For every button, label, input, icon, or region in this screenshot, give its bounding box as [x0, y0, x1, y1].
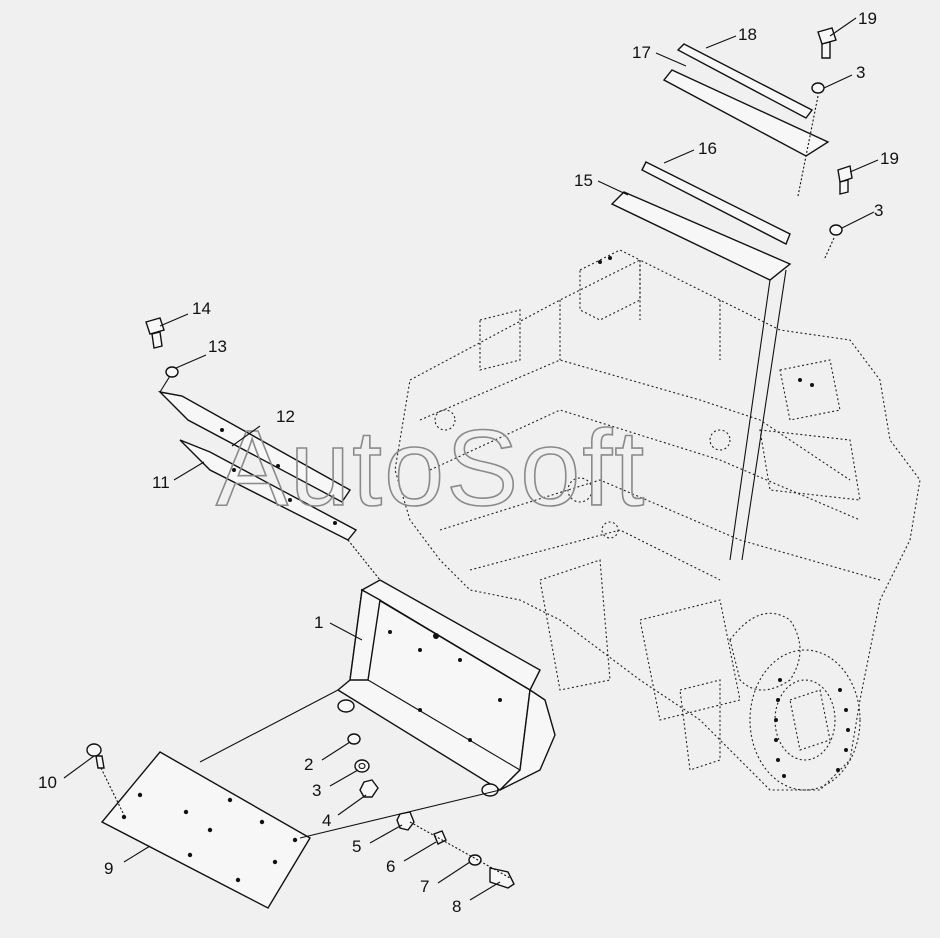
callout-10: 10 [38, 773, 57, 792]
part-15-16-plates [610, 161, 792, 561]
callout-13: 13 [208, 337, 227, 356]
callout-11: 11 [152, 473, 170, 492]
part-13-14-fastener [145, 317, 179, 378]
part-1-shield [336, 579, 556, 797]
callout-9: 9 [104, 859, 113, 878]
flywheel-housing [749, 649, 861, 791]
callout-14: 14 [192, 299, 211, 318]
callout-3: 3 [312, 781, 321, 800]
callout-2: 2 [304, 755, 313, 774]
callout-8: 8 [452, 897, 461, 916]
part-10-bolt [86, 743, 125, 816]
part-19-3-fasteners [797, 27, 853, 261]
callout-numbers: 1 2 3 4 5 6 7 8 9 10 11 12 13 14 15 16 1… [38, 9, 899, 916]
callout-6: 6 [386, 857, 395, 876]
callout-1: 1 [314, 613, 323, 632]
callout-4: 4 [322, 811, 331, 830]
watermark-text: AutoSoft [216, 407, 646, 528]
callout-5: 5 [352, 837, 361, 856]
callout-15: 15 [574, 171, 593, 190]
part-17-18-plates [662, 43, 830, 157]
part-9-plate [100, 689, 501, 909]
callout-3-top: 3 [856, 63, 865, 82]
callout-3-mid: 3 [874, 201, 883, 220]
callout-18: 18 [738, 25, 757, 44]
part-11-12-strips [157, 375, 381, 581]
callout-17: 17 [632, 43, 651, 62]
callout-19-mid: 19 [880, 149, 899, 168]
fastener-stack [347, 733, 515, 889]
callout-16: 16 [698, 139, 717, 158]
leader-lines [63, 17, 879, 901]
callout-7: 7 [420, 877, 429, 896]
callout-19-top: 19 [858, 9, 877, 28]
frame-holes [598, 256, 850, 778]
callout-12: 12 [276, 407, 295, 426]
vehicle-frame [394, 249, 921, 791]
